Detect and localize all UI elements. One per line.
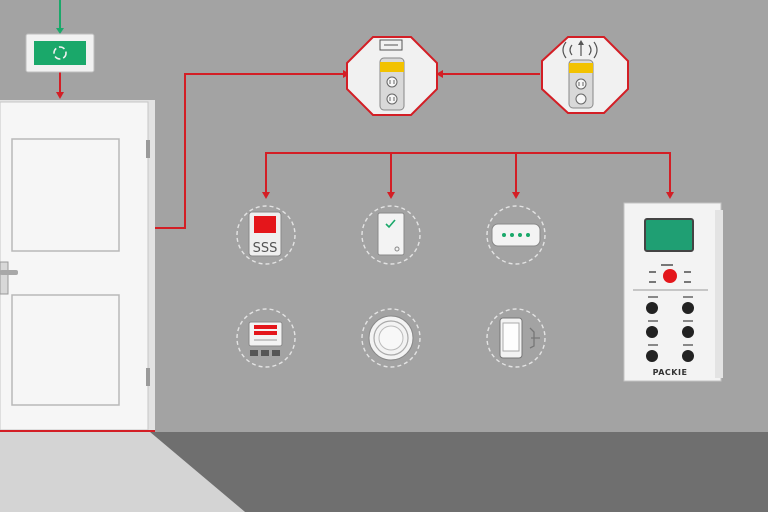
wireless-sensor (541, 36, 629, 114)
smartphone-icon (499, 317, 540, 359)
alarm-button (663, 269, 677, 283)
door-panel-upper (11, 138, 120, 252)
floor (150, 432, 768, 512)
floor-light (0, 432, 245, 512)
smartphone-device (486, 308, 546, 368)
siren-device (236, 308, 296, 368)
wireless-sensor-icon (562, 40, 598, 109)
door-handle-icon (0, 261, 18, 295)
wire-door-to-sensor (155, 73, 344, 229)
panel-key-3 (646, 326, 658, 338)
panel-key-2 (682, 302, 694, 314)
svg-text:SSS: SSS (253, 241, 278, 256)
recycle-icon (53, 46, 67, 60)
panel-key-5 (646, 350, 658, 362)
wiring (56, 70, 674, 229)
panel-key-1 (646, 302, 658, 314)
panel-label: PACKIE (653, 368, 688, 377)
contact-card-device (361, 205, 421, 265)
door-hinge-bottom (146, 368, 150, 386)
door (0, 100, 155, 432)
wire-bus (265, 152, 671, 194)
panel-keypad (646, 296, 694, 362)
panel-key-4 (682, 326, 694, 338)
siren-icon (248, 321, 283, 356)
status-display-device (486, 205, 546, 265)
smoke-detector-icon (368, 315, 414, 361)
dots-display-icon (491, 223, 541, 247)
door-hinge-top (146, 140, 150, 158)
keypad-icon: SSS (248, 211, 282, 257)
panel-screen (644, 218, 694, 252)
door-panel-lower (11, 294, 120, 406)
control-panel: PACKIE (623, 202, 723, 382)
keypad-device: SSS (236, 205, 296, 265)
smoke-detector-device (361, 308, 421, 368)
exit-sign (25, 33, 95, 73)
door-contact-sensor (346, 36, 438, 116)
checkmark-card-icon (377, 212, 405, 256)
door-contact-sensor-icon (379, 39, 405, 111)
panel-key-6 (682, 350, 694, 362)
panel-indicator-labels (649, 264, 691, 283)
